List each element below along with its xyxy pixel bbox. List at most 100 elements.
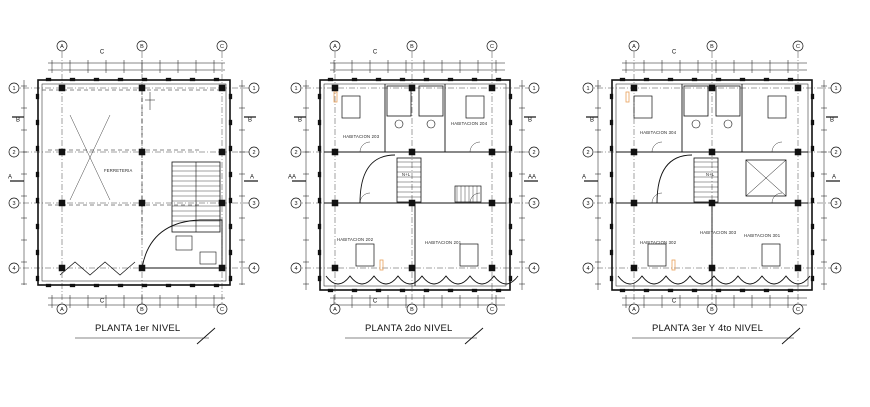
diagonal-hint bbox=[69, 114, 111, 201]
bathroom bbox=[683, 85, 709, 117]
door-swing bbox=[359, 141, 371, 153]
axis-bubble-left-2 bbox=[582, 146, 594, 158]
axis-bubble-right-2-label: 2 bbox=[834, 150, 837, 156]
caption-slash bbox=[781, 327, 801, 345]
axis-bubble-right-3-label: 3 bbox=[834, 201, 837, 207]
axis-bubble-right-3-label: 3 bbox=[252, 201, 255, 207]
axis-bubble-right-2-label: 2 bbox=[532, 150, 535, 156]
room-label-302: HABITACION 302 bbox=[640, 240, 677, 245]
axis-bubble-left-2-label: 2 bbox=[586, 150, 589, 156]
wall-mark-top bbox=[399, 77, 406, 82]
structural-column bbox=[794, 84, 802, 92]
caption-plan-3: PLANTA 3er Y 4to NIVEL bbox=[652, 323, 764, 334]
toilet-fixture bbox=[723, 119, 733, 129]
axis-bubble-bottom-A bbox=[329, 303, 341, 315]
axis-bubble-bottom-B-label: B bbox=[140, 307, 144, 313]
wall-mark-top bbox=[739, 77, 746, 82]
wall-mark-left bbox=[609, 197, 614, 204]
room-label-203: HABITACION 203 bbox=[343, 134, 380, 139]
axis-bubble-top-C bbox=[486, 40, 498, 52]
caption-plan-2: PLANTA 2do NIVEL bbox=[365, 323, 453, 334]
axis-bubble-right-1 bbox=[248, 82, 260, 94]
wall-mark-bottom bbox=[165, 283, 172, 288]
door-swing bbox=[651, 141, 663, 153]
wall-mark-top bbox=[69, 77, 76, 82]
wall-mark-top bbox=[471, 77, 478, 82]
level-mark-3: N+L bbox=[706, 172, 715, 177]
structural-column bbox=[218, 199, 226, 207]
axis-bubble-bottom-C-label: C bbox=[490, 307, 494, 313]
section-mark-right-B: B bbox=[528, 118, 532, 124]
axis-bubble-right-3-label: 3 bbox=[532, 201, 535, 207]
accent-mark bbox=[671, 259, 676, 271]
wall-mark-top bbox=[667, 77, 674, 82]
wall-mark-left bbox=[35, 93, 40, 100]
axis-bubble-bottom-B bbox=[406, 303, 418, 315]
axis-bubble-top-B bbox=[706, 40, 718, 52]
curved-counter bbox=[141, 219, 223, 269]
wall-mark-left bbox=[35, 197, 40, 204]
axis-bubble-left-2 bbox=[290, 146, 302, 158]
wall-mark-right bbox=[508, 93, 513, 100]
door-mark bbox=[145, 92, 155, 110]
bed bbox=[465, 95, 485, 119]
void-cross bbox=[745, 159, 787, 197]
room-label-202: HABITACION 202 bbox=[337, 237, 374, 242]
axis-bubble-bottom-C bbox=[792, 303, 804, 315]
wall-mark-right bbox=[508, 171, 513, 178]
exterior-wall bbox=[37, 79, 231, 286]
wall-mark-top bbox=[165, 77, 172, 82]
wall-mark-left bbox=[35, 249, 40, 256]
bed bbox=[647, 243, 667, 267]
wall-mark-bottom bbox=[189, 283, 196, 288]
curved-wall bbox=[656, 154, 693, 204]
axis-bubble-left-3 bbox=[8, 197, 20, 209]
wall-mark-bottom bbox=[351, 288, 358, 293]
stair bbox=[396, 157, 422, 203]
wall-mark-right bbox=[228, 171, 233, 178]
wall-mark-right bbox=[508, 275, 513, 282]
wall-mark-bottom bbox=[495, 288, 502, 293]
caption-slash bbox=[196, 327, 216, 345]
wall-mark-right bbox=[508, 223, 513, 230]
balcony-wave bbox=[617, 275, 811, 285]
room-label-201: HABITACION 201 bbox=[425, 240, 462, 245]
room-label-301: HABITACION 301 bbox=[744, 233, 781, 238]
axis-bubble-bottom-C-label: C bbox=[220, 307, 224, 313]
axis-bubble-right-1 bbox=[528, 82, 540, 94]
bathroom bbox=[715, 85, 741, 117]
wall-mark-right bbox=[508, 145, 513, 152]
structural-column bbox=[58, 264, 66, 272]
axis-bubble-right-4-label: 4 bbox=[532, 266, 535, 272]
bathroom bbox=[418, 85, 444, 117]
wall-mark-top bbox=[213, 77, 220, 82]
axis-bubble-bottom-A-label: A bbox=[632, 307, 636, 313]
toilet-fixture bbox=[426, 119, 436, 129]
section-mark-top-C: C bbox=[100, 50, 105, 56]
axis-bubble-left-3 bbox=[582, 197, 594, 209]
wall-mark-left bbox=[609, 93, 614, 100]
axis-bubble-left-2 bbox=[8, 146, 20, 158]
axis-bubble-top-C bbox=[216, 40, 228, 52]
axis-bubble-top-C-label: C bbox=[220, 44, 224, 50]
wall-mark-top bbox=[643, 77, 650, 82]
section-mark-right-B: B bbox=[248, 118, 252, 124]
wall-mark-left bbox=[609, 171, 614, 178]
axis-bubble-right-4-label: 4 bbox=[834, 266, 837, 272]
wall-mark-top bbox=[189, 77, 196, 82]
wall-mark-left bbox=[35, 171, 40, 178]
section-mark-top-C: C bbox=[672, 50, 677, 56]
axis-bubble-left-2-label: 2 bbox=[12, 150, 15, 156]
level-mark-2: N+L bbox=[402, 172, 411, 177]
room-label-204: HABITACION 204 bbox=[451, 121, 488, 126]
section-mark-right-A: A bbox=[832, 175, 836, 181]
bathroom bbox=[386, 85, 412, 117]
axis-bubble-bottom-C bbox=[216, 303, 228, 315]
wall-mark-left bbox=[317, 93, 322, 100]
wall-mark-top bbox=[447, 77, 454, 82]
wall-mark-bottom bbox=[471, 288, 478, 293]
wall-mark-right bbox=[810, 171, 815, 178]
wall-mark-left bbox=[35, 275, 40, 282]
axis-bubble-left-1 bbox=[8, 82, 20, 94]
